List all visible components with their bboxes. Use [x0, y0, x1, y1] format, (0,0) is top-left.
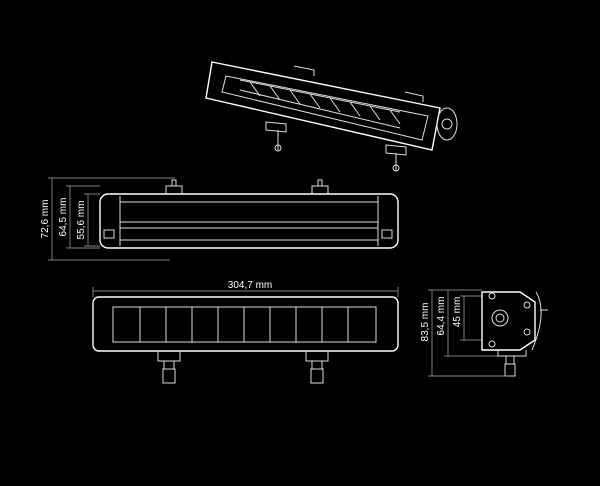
side-view — [481, 291, 548, 377]
dim-height-body: 64,5 mm — [58, 198, 69, 237]
dim-height-lens: 55,6 mm — [76, 201, 87, 240]
perspective-view — [205, 61, 458, 172]
dim-side-total: 83,5 mm — [420, 303, 431, 342]
dim-side-lens: 45 mm — [452, 297, 463, 328]
top-view — [99, 179, 399, 249]
dim-height-total: 72,6 mm — [40, 200, 51, 239]
dimension-lines — [48, 177, 510, 377]
dim-side-body: 64,4 mm — [436, 297, 447, 336]
dim-length: 304,7 mm — [228, 280, 272, 291]
front-view — [92, 296, 399, 384]
